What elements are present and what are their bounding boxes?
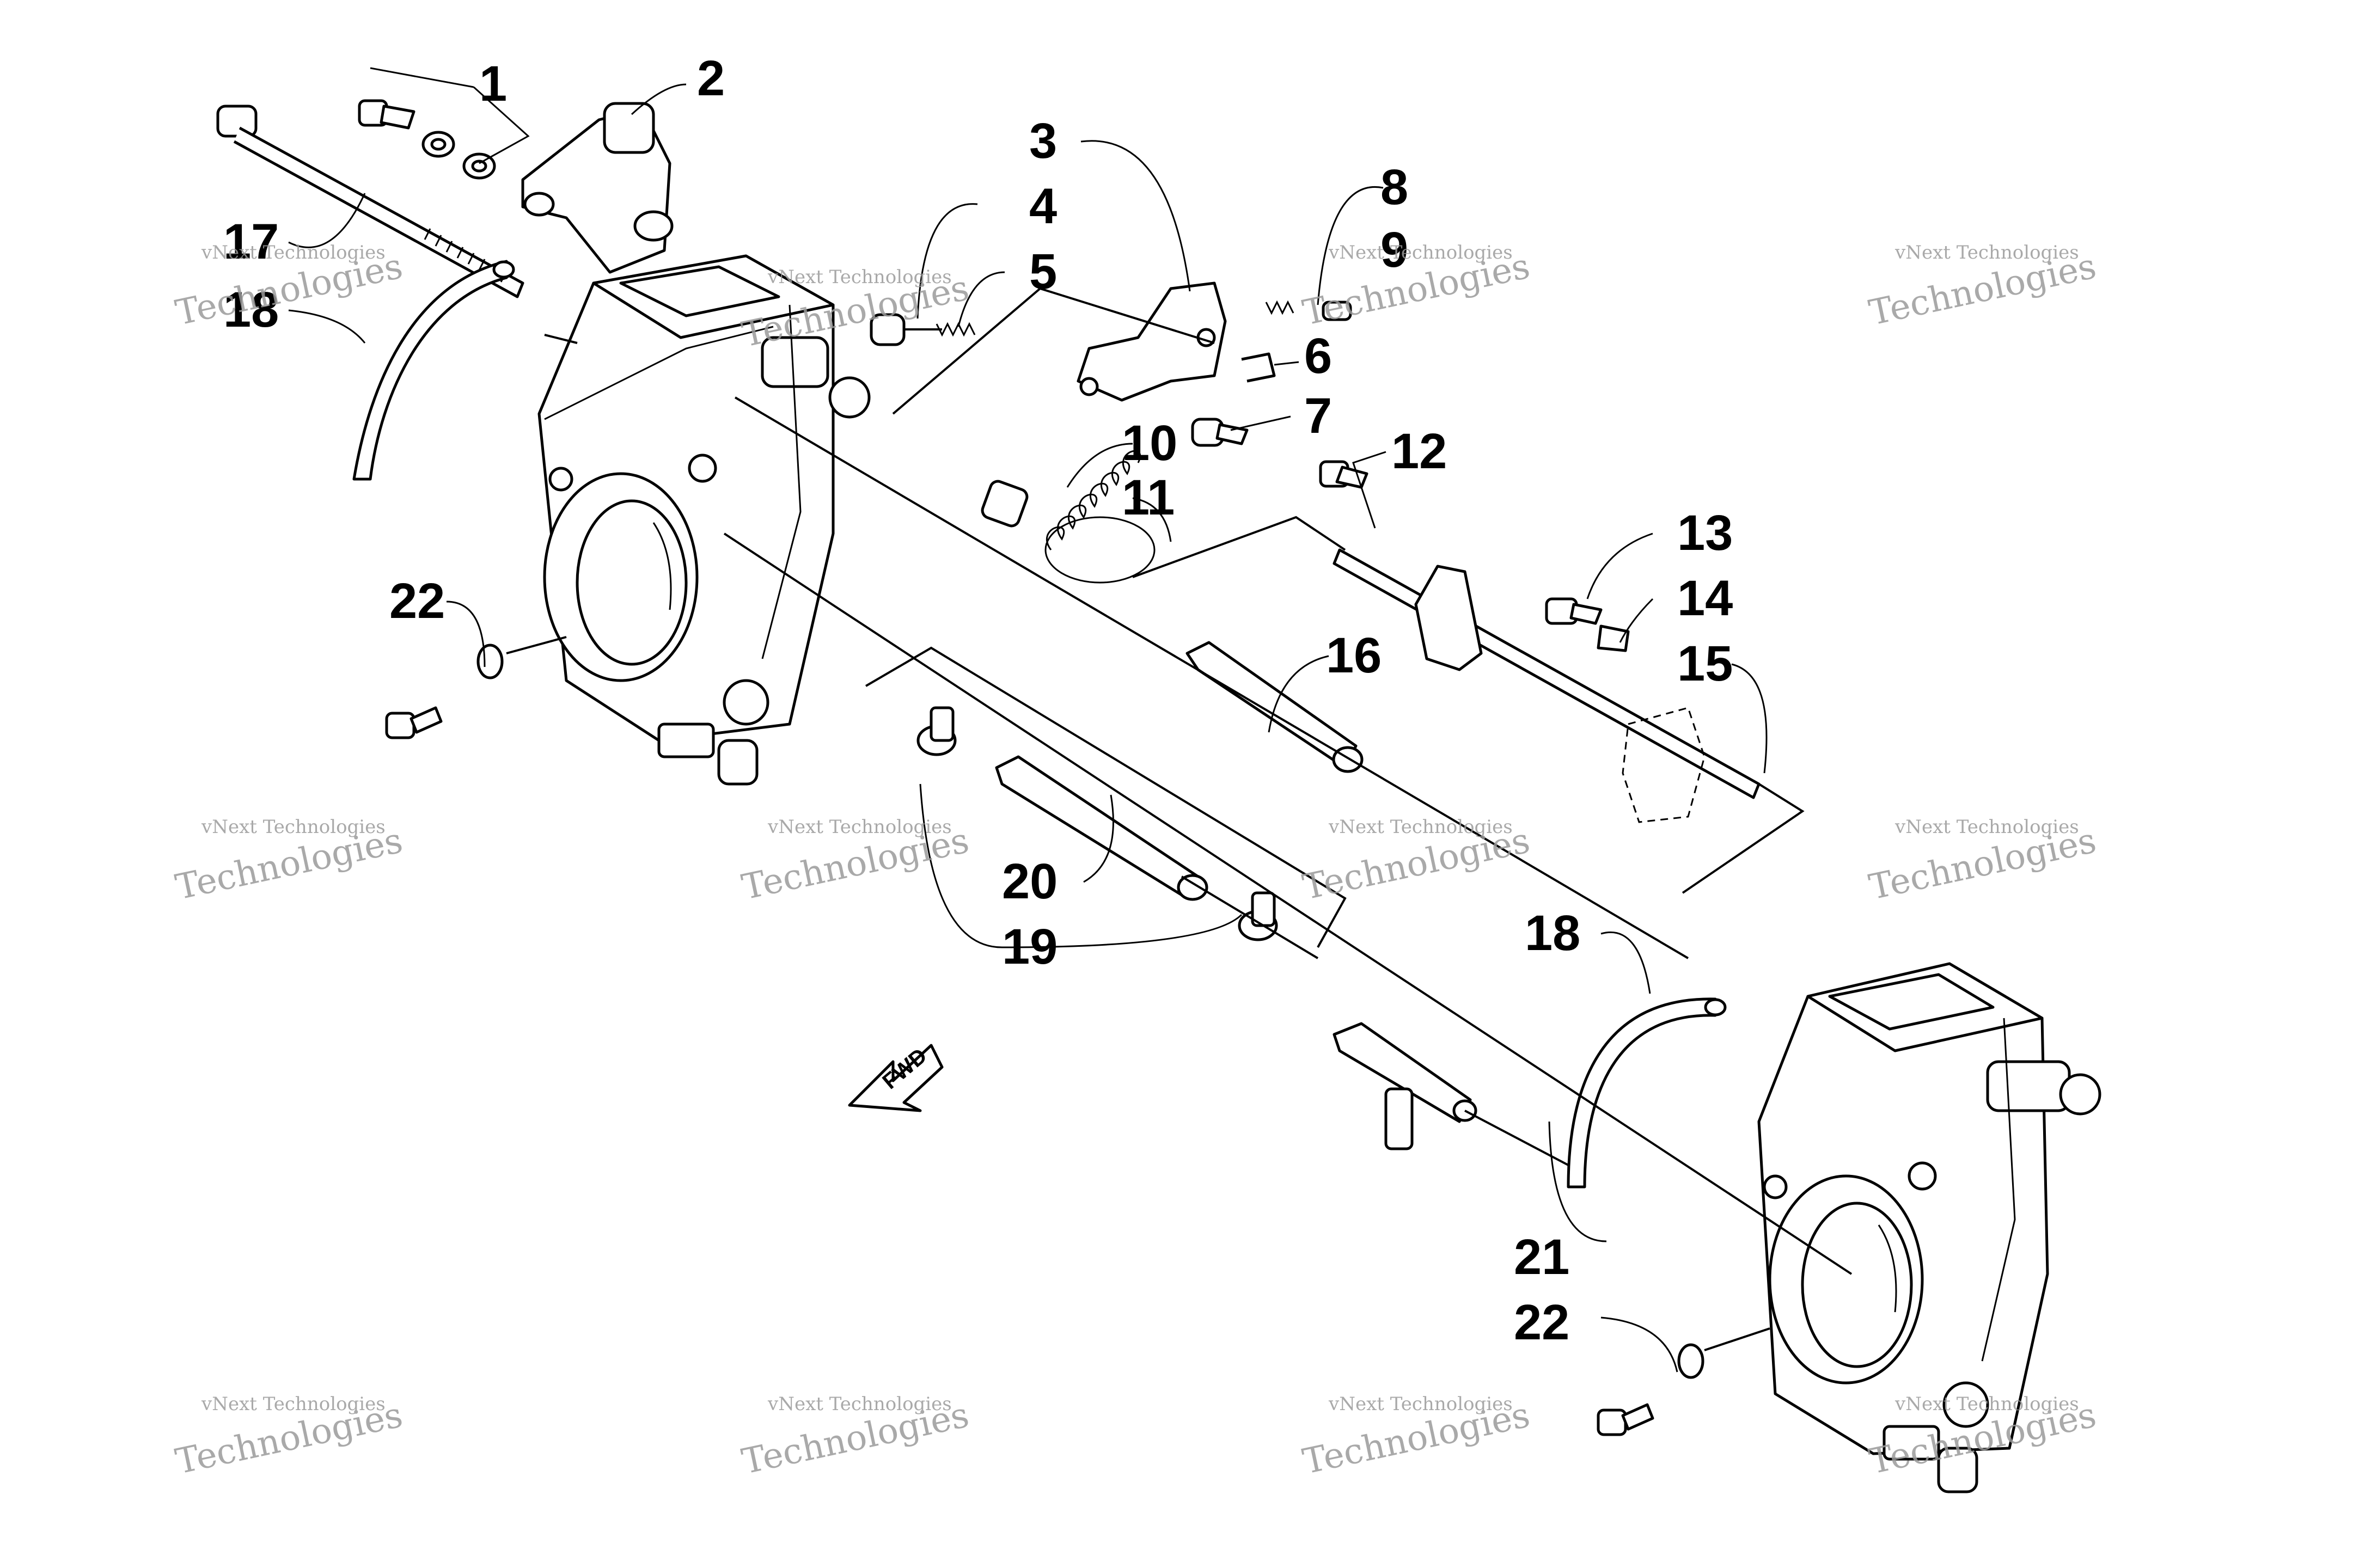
callout-3: 3 xyxy=(1029,113,1057,169)
svg-text:vNext Technologies: vNext Technologies xyxy=(1328,816,1513,838)
svg-text:vNext Technologies: vNext Technologies xyxy=(201,1393,386,1415)
svg-text:vNext Technologies: vNext Technologies xyxy=(1328,1393,1513,1415)
cable-adapter-2 xyxy=(521,102,674,274)
callout-7: 7 xyxy=(1304,388,1332,444)
callout-13: 13 xyxy=(1677,505,1733,561)
svg-text:vNext Technologies: vNext Technologies xyxy=(201,242,386,264)
svg-text:vNext Technologies: vNext Technologies xyxy=(767,816,952,838)
callout-18-right: 18 xyxy=(1525,905,1580,961)
throttle-shaft xyxy=(1319,460,1761,823)
callout-4: 4 xyxy=(1029,179,1057,234)
hoses-16-20 xyxy=(995,641,1364,901)
svg-text:vNext Technologies: vNext Technologies xyxy=(767,266,952,288)
screws-clips-22 xyxy=(385,644,1704,1436)
svg-text:vNext Technologies: vNext Technologies xyxy=(1894,816,2079,838)
callout-10: 10 xyxy=(1122,415,1177,471)
callout-21: 21 xyxy=(1514,1229,1569,1285)
screw-and-washers-1 xyxy=(358,99,496,180)
assembly-lines xyxy=(506,287,1853,1351)
spring-and-bushing xyxy=(981,450,1156,584)
callout-15: 15 xyxy=(1677,636,1733,691)
callout-5: 5 xyxy=(1029,244,1057,299)
right-carburetor xyxy=(1757,962,2101,1493)
callout-18-left: 18 xyxy=(223,282,279,338)
callout-6: 6 xyxy=(1304,328,1332,384)
left-carburetor xyxy=(537,254,871,786)
throttle-lever-parts xyxy=(870,281,1352,447)
callout-9: 9 xyxy=(1380,222,1408,278)
svg-text:vNext Technologies: vNext Technologies xyxy=(1894,1393,2079,1415)
callout-12: 12 xyxy=(1391,424,1447,479)
callout-numbers: 1 2 3 4 5 6 7 8 9 10 11 12 13 14 15 16 1… xyxy=(223,51,1733,1350)
svg-text:vNext Technologies: vNext Technologies xyxy=(767,1393,952,1415)
long-bolt-17 xyxy=(216,105,524,298)
callout-22-right: 22 xyxy=(1514,1295,1569,1350)
callout-8: 8 xyxy=(1380,160,1408,215)
fwd-arrow: FWD xyxy=(848,1044,944,1112)
callout-14: 14 xyxy=(1677,571,1733,626)
vent-hoses-18 xyxy=(352,260,1727,1189)
callout-leaders xyxy=(288,67,1768,1373)
svg-text:vNext Technologies: vNext Technologies xyxy=(201,816,386,838)
callout-11: 11 xyxy=(1122,470,1175,525)
t-fitting-21 xyxy=(1333,1022,1477,1150)
callout-19: 19 xyxy=(1002,919,1058,975)
svg-text:vNext Technologies: vNext Technologies xyxy=(1894,242,2079,264)
callout-1: 1 xyxy=(479,56,507,112)
callout-2: 2 xyxy=(697,51,725,106)
clamps-19 xyxy=(916,706,1278,941)
callout-20: 20 xyxy=(1002,854,1058,909)
callout-22-left: 22 xyxy=(389,573,445,629)
callout-16: 16 xyxy=(1326,628,1382,683)
callout-17: 17 xyxy=(223,214,279,270)
svg-text:vNext Technologies: vNext Technologies xyxy=(1328,242,1513,264)
